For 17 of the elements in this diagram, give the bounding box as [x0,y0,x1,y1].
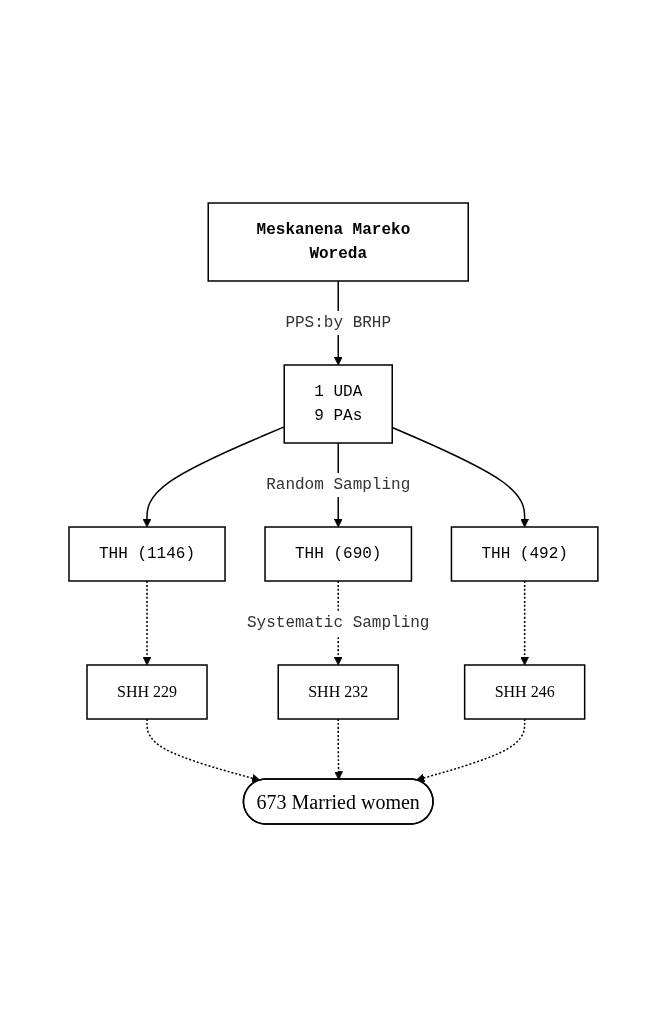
arrow [519,579,529,665]
arrow [333,717,343,780]
arrow [145,717,261,783]
node-box: SHH 246 [463,663,585,720]
edge-label: Random Sampling [265,475,410,494]
edge-label: Systematic Sampling [246,613,430,632]
node-box: THH (1146) [67,525,226,582]
arrow [415,717,525,782]
arrow [391,426,529,527]
node-box: THH (492) [450,525,599,582]
node-box: 1 UDA 9 PAs [283,363,393,444]
node-box: SHH 229 [85,663,208,720]
node-box: Meskanena Mareko Woreda [207,201,469,282]
arrow [142,579,151,665]
edge-label: PPS:by BRHP [284,313,391,332]
node-box: SHH 232 [277,663,399,720]
node-box: THH (690) [263,525,412,582]
